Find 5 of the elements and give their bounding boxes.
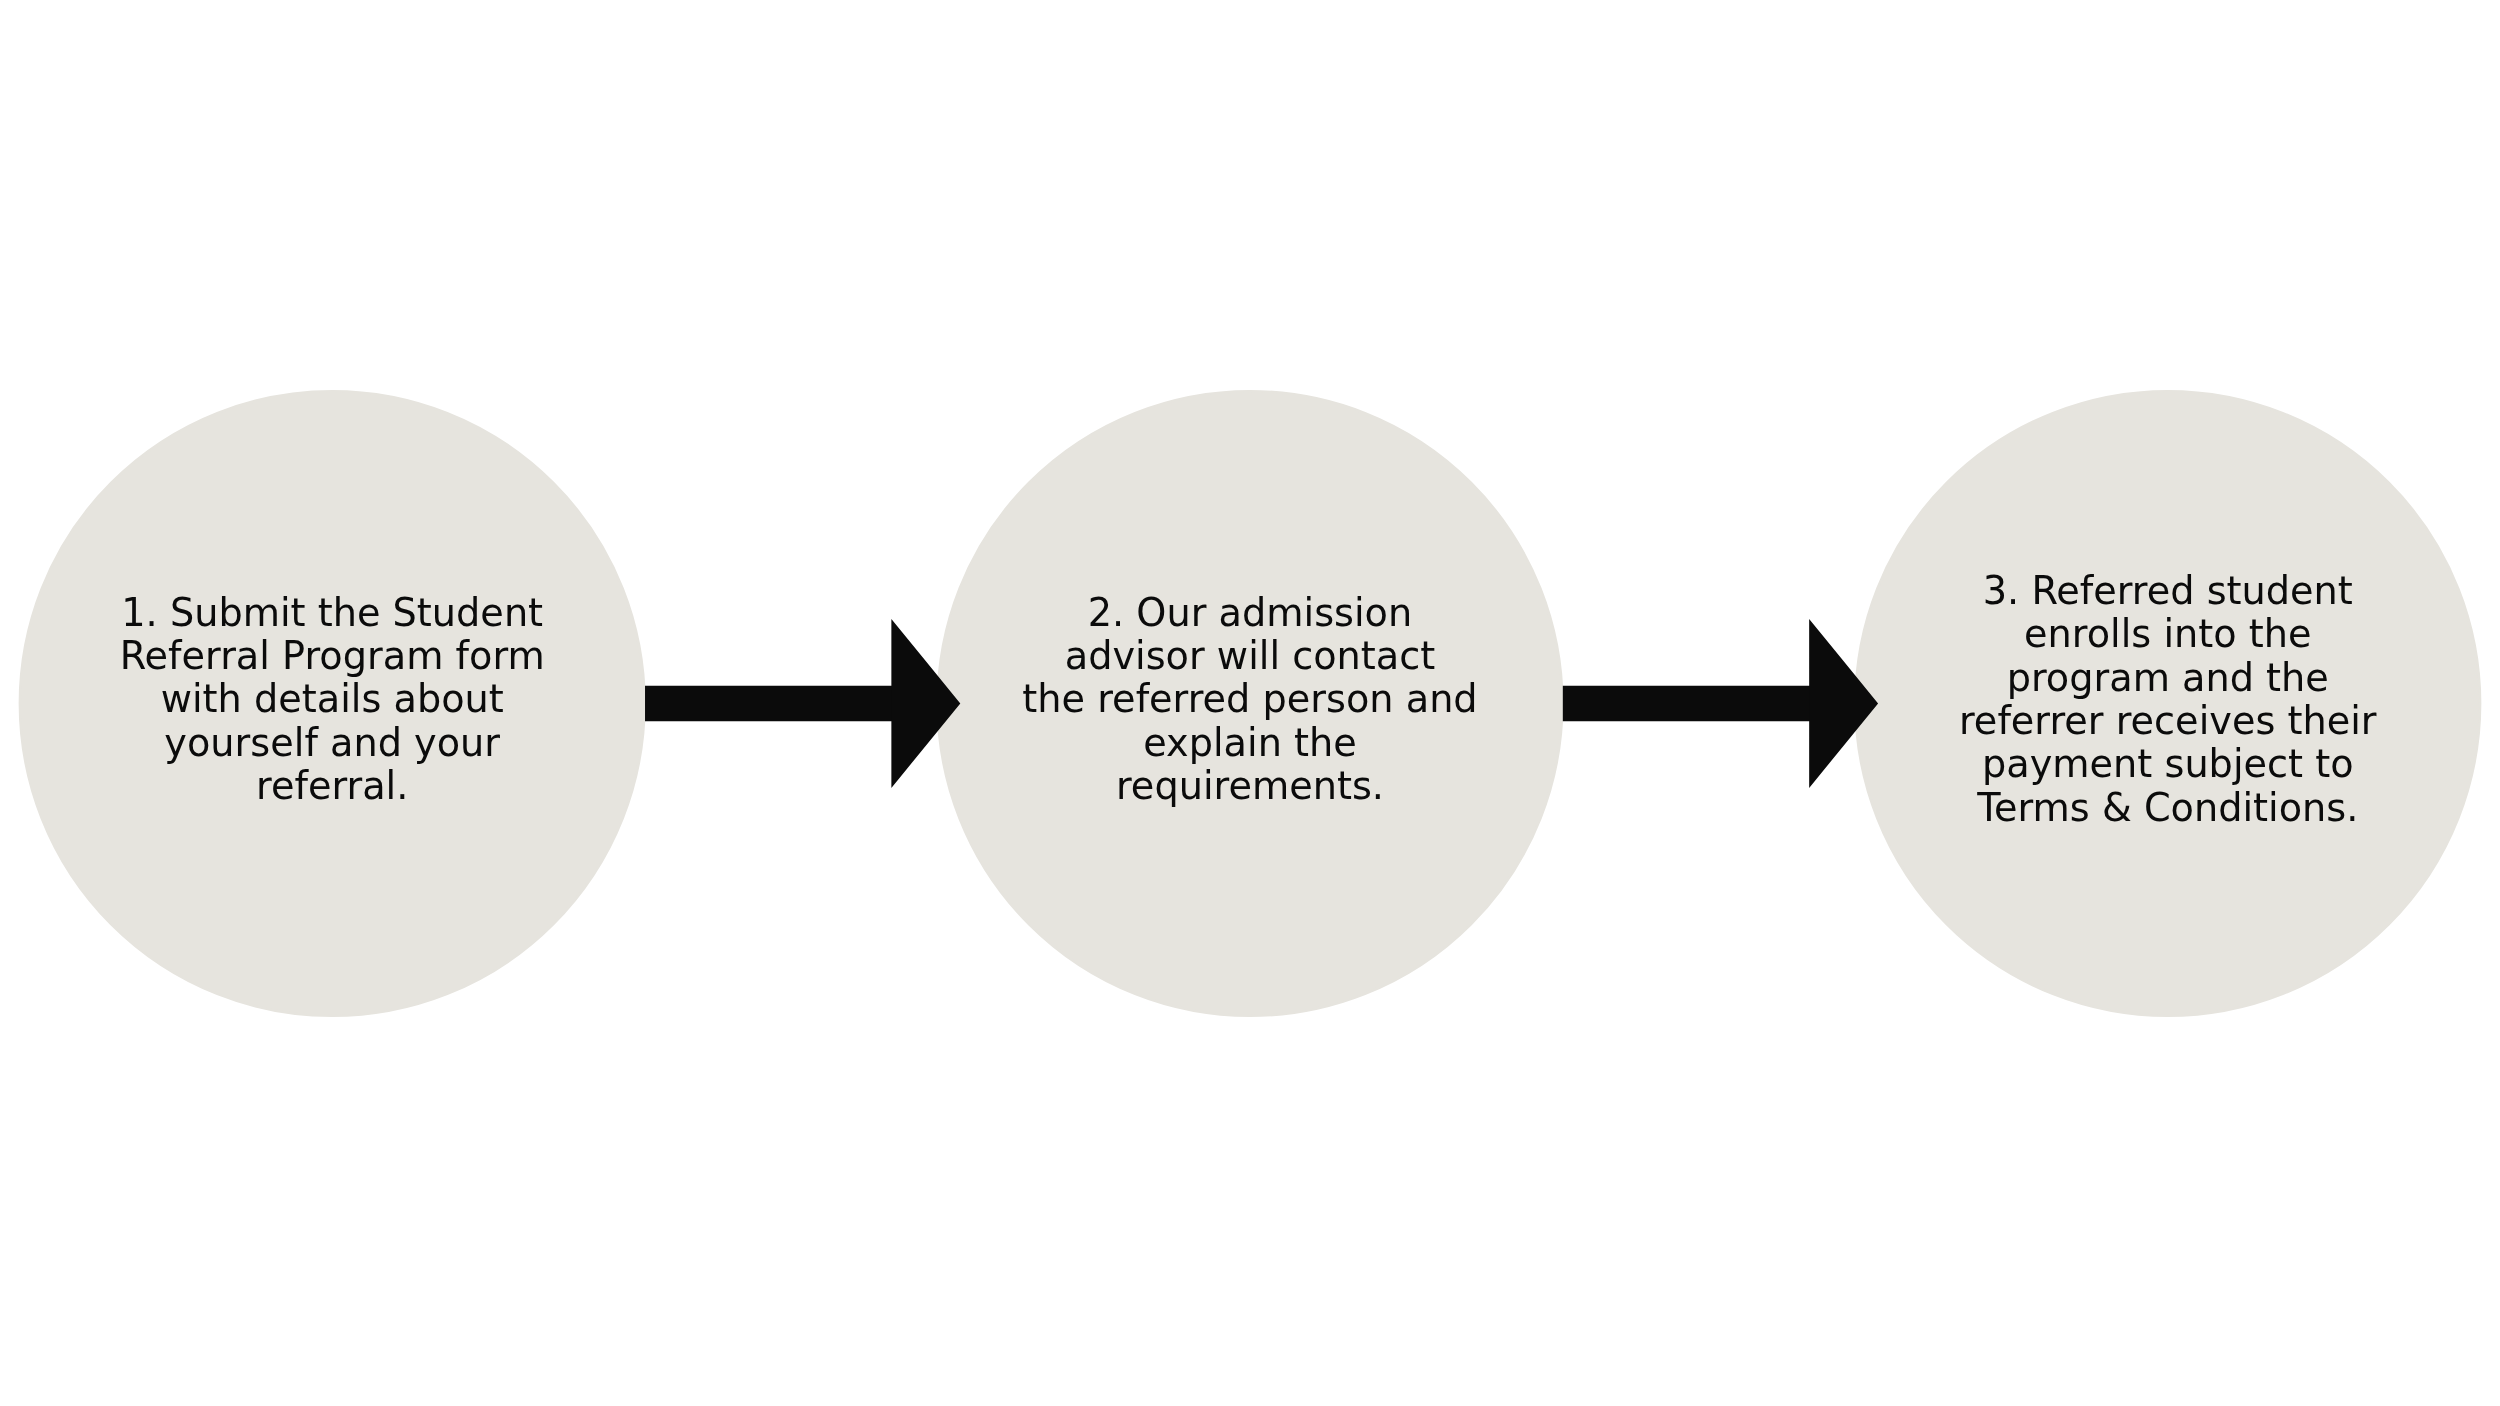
arrow xyxy=(645,618,961,788)
arrow xyxy=(1562,618,1879,788)
node-circle: 1. Submit the Student Referral Program form with details about yourself and your referral. xyxy=(18,389,646,1017)
node-circle: 2. Our admission advisor will contact the referred person and explain the requirements. xyxy=(936,389,1564,1017)
node-circle: 3. Referred student enrolls into the program and the referrer receives their payment subject to Terms & Conditions. xyxy=(1854,389,2482,1017)
